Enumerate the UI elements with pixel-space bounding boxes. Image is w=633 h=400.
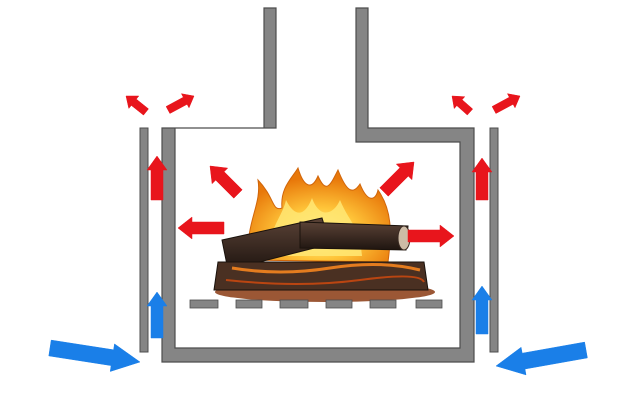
left-outer-panel [139, 127, 149, 353]
red-arrow-icon [471, 157, 493, 201]
red-arrow-icon [379, 161, 415, 197]
red-arrow-icon [165, 93, 195, 114]
grate-slat [415, 299, 443, 309]
logs [213, 217, 429, 291]
red-arrow-icon [407, 224, 455, 248]
blue-arrow-icon [48, 339, 141, 372]
grate [189, 299, 443, 309]
red-arrow-icon [125, 95, 149, 116]
fireplace-housing [139, 7, 499, 363]
red-arrow-icon [209, 165, 243, 199]
red-arrow-icon [177, 216, 225, 240]
hot-air-arrows [125, 93, 521, 248]
blue-arrow-icon [495, 341, 588, 376]
red-arrow-icon [451, 95, 474, 116]
red-arrow-icon [491, 93, 521, 114]
blue-arrow-icon [471, 285, 493, 335]
cold-air-arrows [48, 285, 588, 376]
grate-slat [189, 299, 219, 309]
grate-slat [235, 299, 263, 309]
red-arrow-icon [146, 155, 168, 201]
right-outer-panel [489, 127, 499, 353]
grate-slat [325, 299, 353, 309]
grate-slat [279, 299, 309, 309]
chimney-and-firebox-wall [161, 7, 475, 363]
grate-slat [369, 299, 397, 309]
fire-icon [213, 166, 435, 302]
blue-arrow-icon [146, 291, 168, 339]
